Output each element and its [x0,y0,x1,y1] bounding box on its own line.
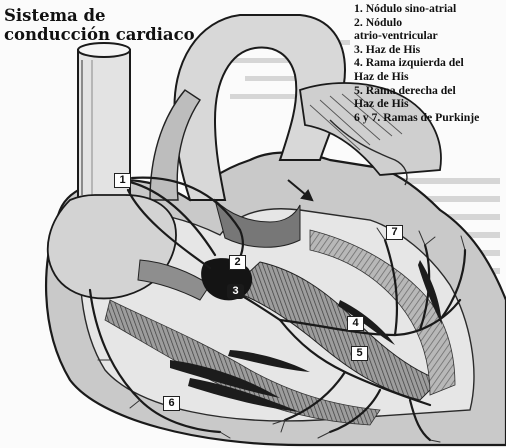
legend-item-6-7: 6 y 7. Ramas de Purkinje [354,111,506,125]
vena-cava-opening [78,43,130,57]
legend-item-3: 3. Haz de His [354,43,506,57]
marker-1: 1 [114,173,131,188]
legend: 1. Nódulo sino-atrial 2. Nódulo atrio-ve… [354,2,506,124]
figure-title: Sistema de conducción cardiaco [4,6,204,44]
legend-item-1: 1. Nódulo sino-atrial [354,2,506,16]
legend-item-4-cont: Haz de His [354,70,506,84]
marker-6: 6 [163,396,180,411]
marker-4: 4 [347,316,364,331]
legend-item-4: 4. Rama izquierda del [354,56,506,70]
legend-item-2-cont: atrio-ventricular [354,29,506,43]
legend-item-5: 5. Rama derecha del [354,84,506,98]
marker-7: 7 [386,225,403,240]
marker-5: 5 [351,346,368,361]
legend-item-2: 2. Nódulo [354,16,506,30]
legend-item-5-cont: Haz de His [354,97,506,111]
marker-3: 3 [227,284,244,299]
marker-2: 2 [229,255,246,270]
